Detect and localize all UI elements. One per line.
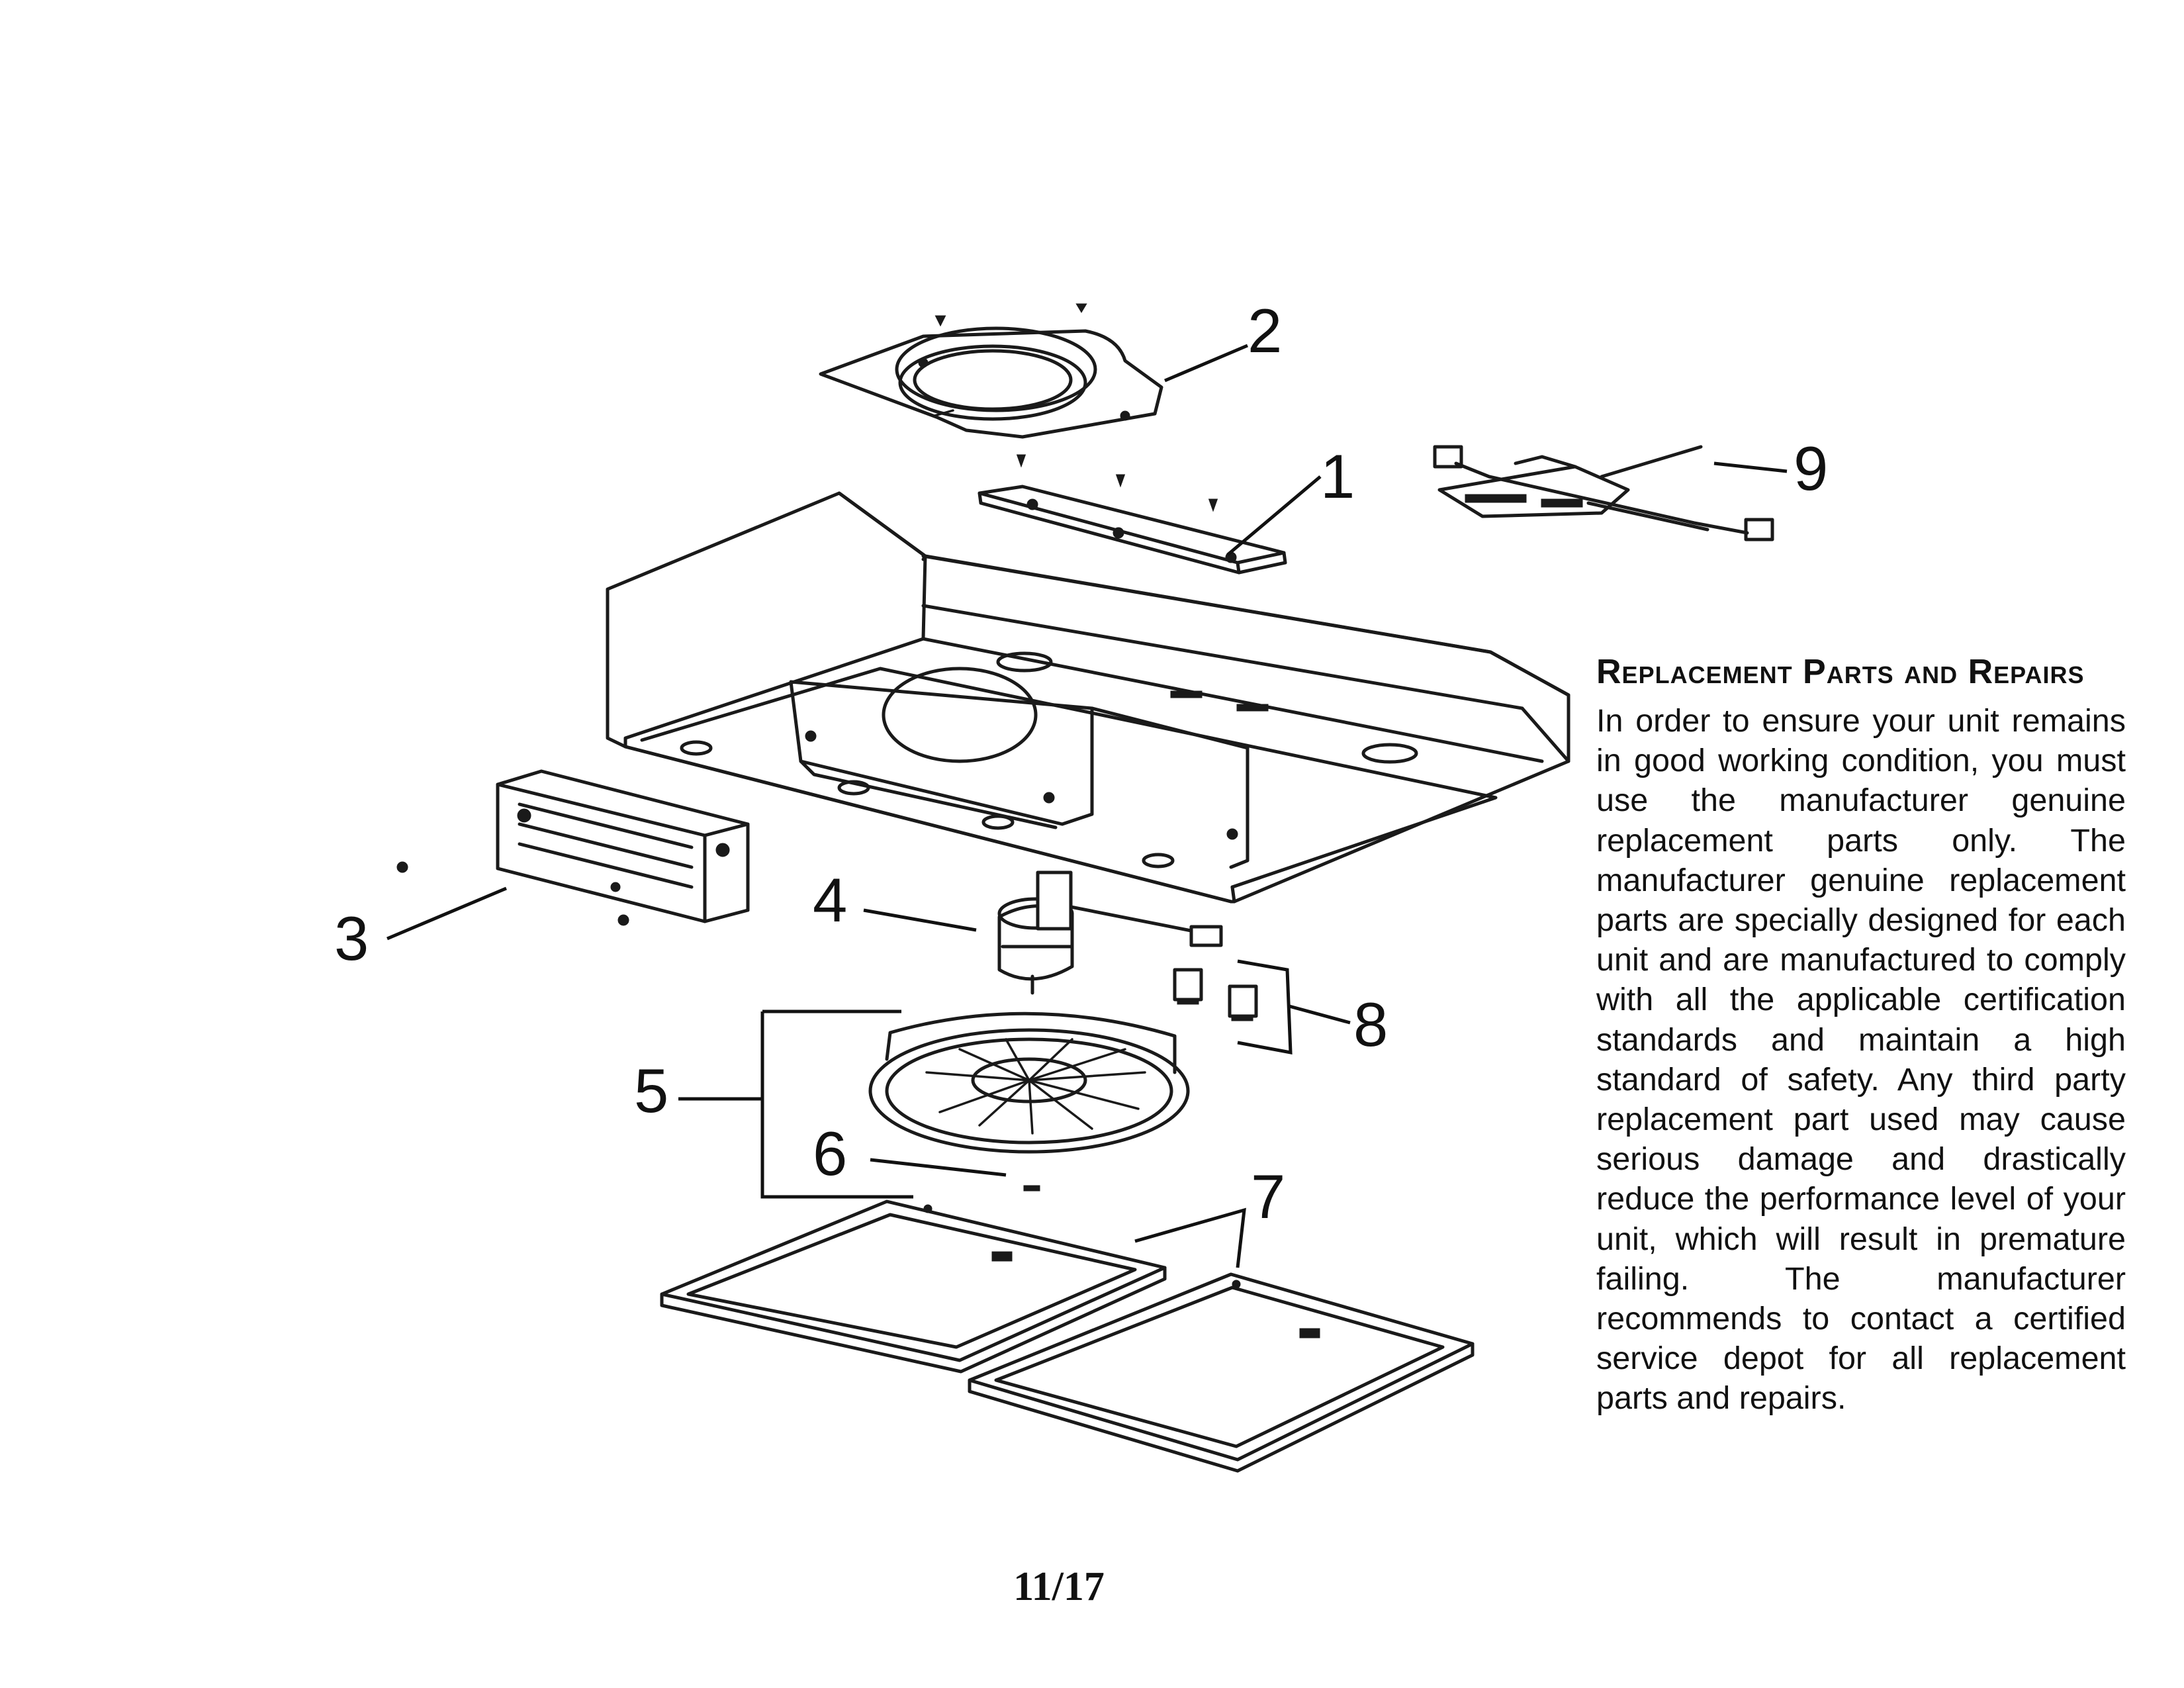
callout-7: 7 — [1251, 1162, 1285, 1231]
range-hood-body — [606, 491, 1570, 904]
callout-leaders — [387, 344, 1788, 1268]
callout-9: 9 — [1794, 434, 1828, 503]
replacement-parts-section: Replacement Parts and Repairs In order t… — [1596, 652, 2126, 1419]
callout-5: 5 — [634, 1056, 668, 1125]
part-5-blower-assembly — [868, 1011, 1190, 1192]
callout-3: 3 — [334, 904, 369, 973]
part-3-control-box — [396, 769, 750, 926]
part-2-duct-connector — [819, 303, 1163, 468]
callout-1: 1 — [1320, 442, 1355, 511]
part-1-bracket-strip — [978, 474, 1287, 575]
section-body: In order to ensure your unit remains in … — [1596, 703, 2126, 1417]
callout-6: 6 — [813, 1119, 847, 1188]
part-8-switches — [1173, 968, 1258, 1021]
callout-8: 8 — [1353, 990, 1388, 1059]
part-9-wiring-harness — [1433, 445, 1774, 541]
callout-2: 2 — [1248, 296, 1282, 365]
part-7-grease-filters — [660, 1199, 1475, 1473]
part-4-motor — [997, 870, 1223, 995]
callout-numbers: 1 2 3 4 5 6 7 8 9 — [334, 296, 1828, 1231]
page-number: 11/17 — [1013, 1564, 1105, 1609]
section-title: Replacement Parts and Repairs — [1596, 653, 2085, 691]
callout-4: 4 — [813, 865, 847, 935]
